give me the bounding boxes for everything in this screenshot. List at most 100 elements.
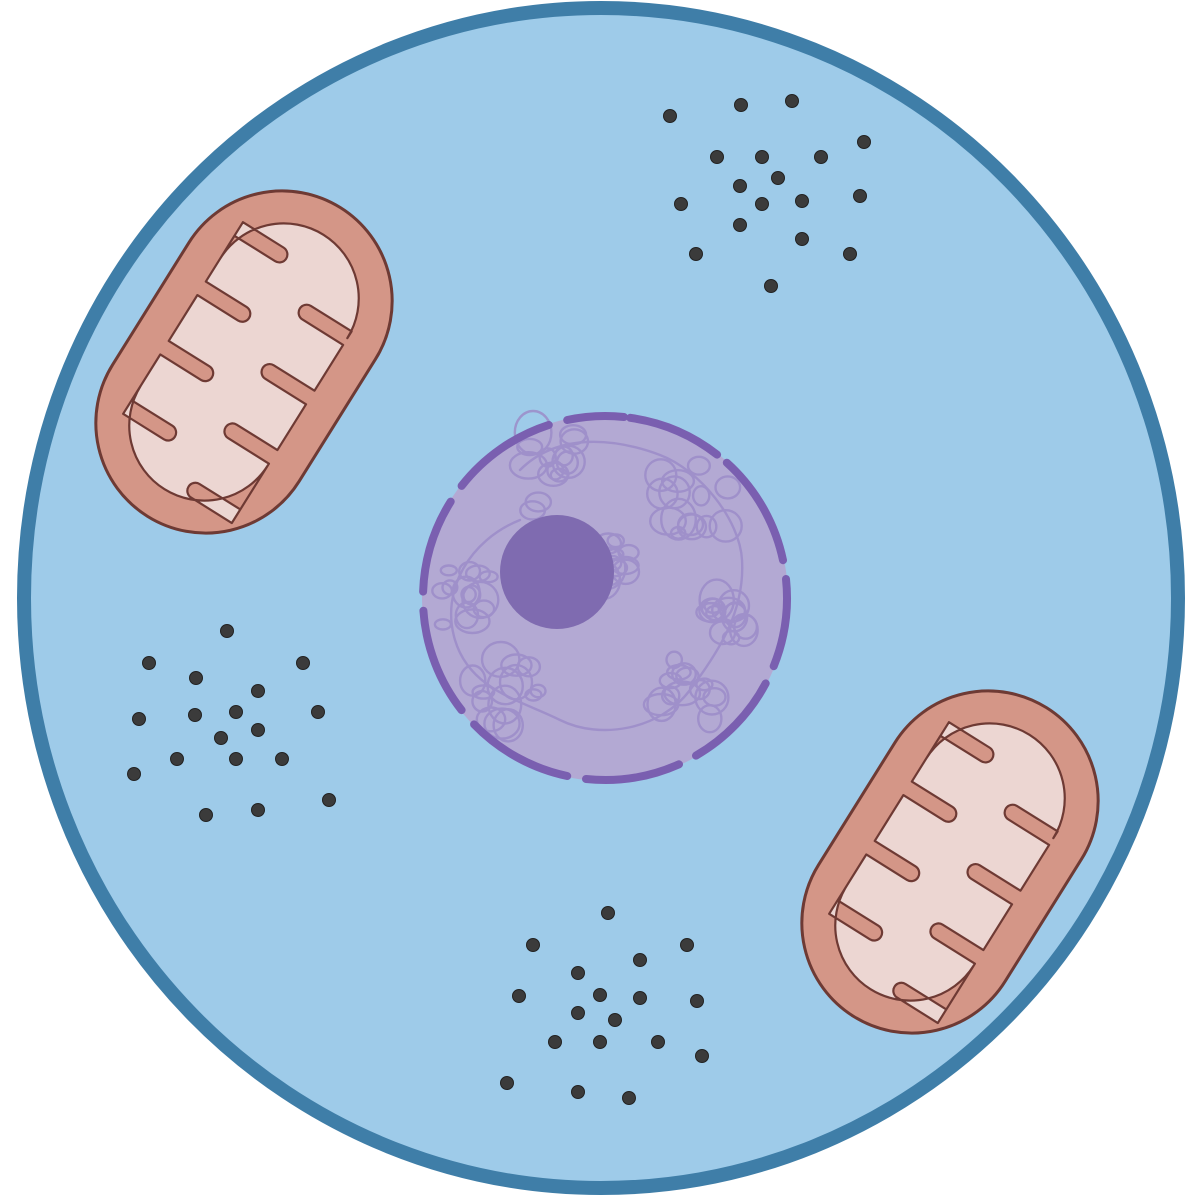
ribosome-icon (608, 1013, 622, 1027)
ribosome-icon (633, 991, 647, 1005)
chromatin-loop (538, 447, 557, 468)
ribosome-icon (710, 150, 724, 164)
ribosome-icon (251, 803, 265, 817)
nuclear-envelope-segment (626, 413, 722, 459)
ribosome-icon (771, 171, 785, 185)
chromatin-loop (660, 469, 696, 494)
chromatin-loop (461, 580, 500, 620)
chromatin-loop (524, 491, 553, 513)
ribosome-icon (755, 197, 769, 211)
ribosome-icon (189, 671, 203, 685)
ribosome-icon (601, 906, 615, 920)
ribosome-icon (229, 752, 243, 766)
ribosome-icon (843, 247, 857, 261)
chromatin-loop (454, 608, 491, 635)
chromatin-loop (691, 484, 711, 507)
chromatin-strand (449, 440, 744, 732)
chromatin-loop (695, 514, 718, 539)
chromatin-loop (660, 685, 681, 706)
ribosome-icon (795, 232, 809, 246)
ribosome-icon (571, 1006, 585, 1020)
chromatin-loop (508, 450, 549, 480)
chromatin-loop (606, 533, 626, 549)
ribosome-icon (220, 624, 234, 638)
nucleus-icon (419, 409, 791, 784)
ribosome-icon (663, 109, 677, 123)
mitochondrion-icon (94, 189, 394, 535)
ribosome-icon (526, 938, 540, 952)
ribosome-icon (188, 708, 202, 722)
ribosome-icon (251, 723, 265, 737)
ribosome-icon (571, 966, 585, 980)
nucleolus-icon (500, 515, 614, 629)
mitochondrion-cristae (828, 721, 1066, 1025)
chromatin-loop (500, 653, 533, 677)
ribosome-icon (214, 731, 228, 745)
nuclear-envelope-segment (722, 458, 787, 565)
ribosome-icon (785, 94, 799, 108)
nuclear-envelope-segment (692, 679, 770, 760)
chromatin-loop (686, 455, 711, 476)
ribosome-icon (733, 179, 747, 193)
ribosome-cluster-icon (500, 906, 709, 1105)
ribosome-icon (322, 793, 336, 807)
nuclear-envelope-segment (419, 606, 466, 715)
chromatin-loop (492, 708, 525, 743)
chromatin-loop (658, 671, 683, 690)
ribosome-icon (690, 994, 704, 1008)
chromatin-loop (665, 650, 684, 670)
ribosome-cluster-icon (127, 624, 336, 822)
nuclear-envelope-segment (470, 720, 572, 780)
ribosome-icon (689, 247, 703, 261)
ribosome-icon (857, 135, 871, 149)
nuclear-envelope-segment (769, 575, 791, 671)
chromatin-loop (551, 444, 586, 479)
chromatin-loop (733, 613, 759, 640)
ribosome-icon (733, 218, 747, 232)
ribosome-icon (500, 1076, 514, 1090)
ribosome-icon (311, 705, 325, 719)
ribosome-icon (127, 767, 141, 781)
ribosome-icon (674, 197, 688, 211)
ribosome-icon (132, 712, 146, 726)
ribosome-icon (755, 150, 769, 164)
chromatin-loop (649, 506, 688, 536)
chromatin-loop (676, 513, 708, 541)
nuclear-envelope-icon (419, 412, 791, 784)
ribosome-icon (548, 1035, 562, 1049)
chromatin-loop (675, 666, 700, 686)
ribosome-icon (296, 656, 310, 670)
chromatin-loop (475, 706, 507, 733)
mitochondrion-icon (800, 689, 1100, 1035)
chromatin-loop (441, 579, 459, 596)
chromatin-loop (708, 509, 743, 543)
ribosome-icon (795, 194, 809, 208)
mitochondrion-cristae (122, 221, 360, 525)
ribosome-icon (571, 1085, 585, 1099)
chromatin-loop (529, 683, 547, 699)
ribosome-icon (170, 752, 184, 766)
ribosome-icon (593, 988, 607, 1002)
ribosome-icon (512, 989, 526, 1003)
chromatin-loop (516, 656, 542, 678)
nuclear-envelope-segment (563, 412, 628, 424)
ribosome-icon (764, 279, 778, 293)
ribosome-icon (142, 656, 156, 670)
chromatin-loop (644, 458, 678, 493)
chromatin-loop (714, 475, 742, 500)
ribosome-icon (251, 684, 265, 698)
ribosome-icon (593, 1035, 607, 1049)
ribosome-icon (229, 705, 243, 719)
ribosome-icon (199, 808, 213, 822)
chromatin-loop (516, 437, 544, 457)
ribosome-icon (651, 1035, 665, 1049)
ribosome-icon (695, 1049, 709, 1063)
nuclear-envelope-segment (582, 760, 683, 784)
ribosome-icon (853, 189, 867, 203)
ribosome-icon (633, 953, 647, 967)
nuclear-envelope-segment (419, 497, 455, 596)
ribosome-cluster-icon (663, 94, 871, 293)
chromatin-loop (720, 602, 749, 633)
chromatin-loop (439, 564, 458, 577)
